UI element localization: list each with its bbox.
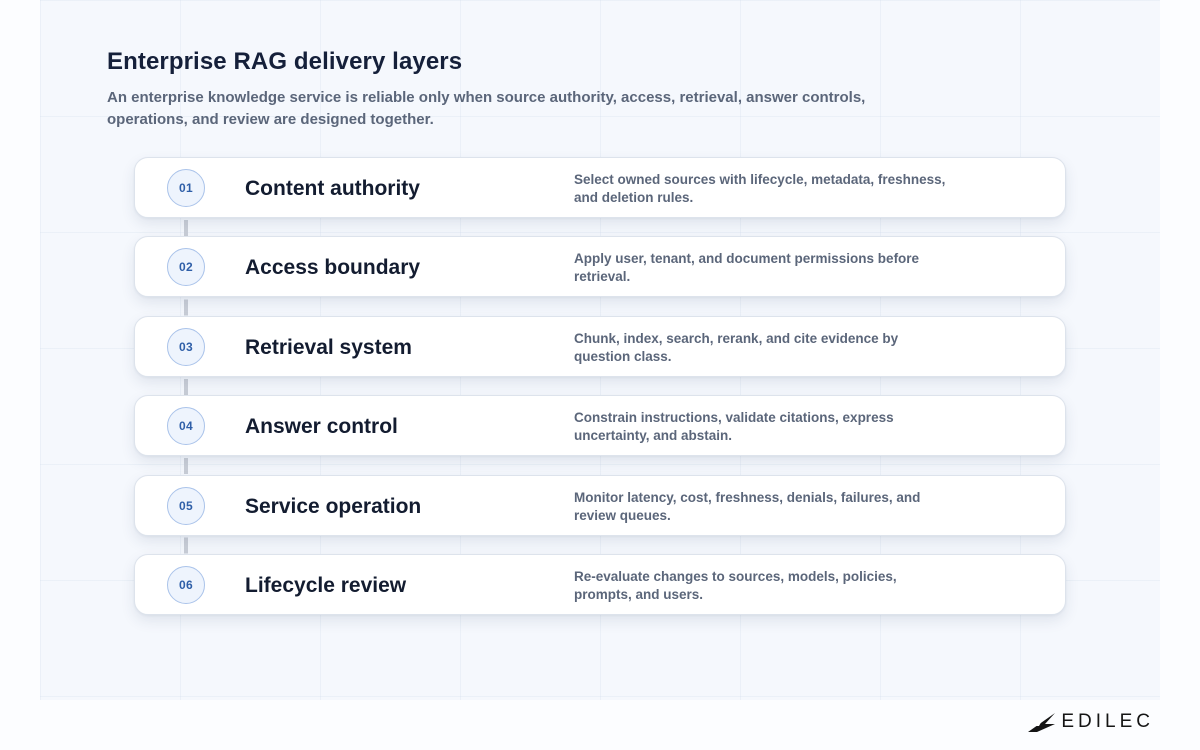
layer-number-badge: 04 (167, 407, 205, 446)
layer-connector-line (184, 220, 188, 556)
edilec-logo-icon (1028, 713, 1056, 732)
layer-number-badge: 01 (167, 169, 205, 207)
layer-card-lifecycle-review: 06 Lifecycle review Re-evaluate changes … (134, 553, 1066, 615)
layer-card-access-boundary: 02 Access boundary Apply user, tenant, a… (134, 236, 1066, 298)
layer-number-badge: 03 (167, 327, 205, 366)
layer-title: Content authority (245, 177, 420, 200)
layer-description: Re-evaluate changes to sources, models, … (574, 568, 897, 602)
brand-name: EDILEC (1061, 711, 1154, 732)
layer-number-badge: 02 (167, 248, 205, 287)
layer-title: Retrieval system (245, 335, 412, 359)
layer-card-answer-control: 04 Answer control Constrain instructions… (134, 395, 1066, 457)
layer-description: Select owned sources with lifecycle, met… (574, 172, 946, 205)
layer-card-service-operation: 05 Service operation Monitor latency, co… (134, 474, 1066, 536)
page-title: Enterprise RAG delivery layers (107, 48, 463, 75)
layer-title: Answer control (245, 415, 398, 439)
layer-title: Lifecycle review (245, 573, 407, 597)
layer-description: Chunk, index, search, rerank, and cite e… (574, 330, 899, 364)
layer-number-badge: 05 (167, 486, 205, 525)
layer-title: Service operation (245, 494, 422, 518)
layer-stack: 01 Content authority Select owned source… (134, 157, 1066, 633)
layer-description: Monitor latency, cost, freshness, denial… (574, 489, 921, 523)
layer-description: Apply user, tenant, and document permiss… (574, 251, 920, 285)
layer-description: Constrain instructions, validate citatio… (574, 410, 894, 444)
layer-title: Access boundary (245, 256, 421, 280)
layer-card-content-authority: 01 Content authority Select owned source… (134, 157, 1066, 218)
layer-card-retrieval-system: 03 Retrieval system Chunk, index, search… (134, 315, 1066, 377)
page-subtitle: An enterprise knowledge service is relia… (107, 89, 866, 128)
layer-number-badge: 06 (167, 565, 205, 604)
brand-logo: EDILEC (1027, 710, 1154, 734)
